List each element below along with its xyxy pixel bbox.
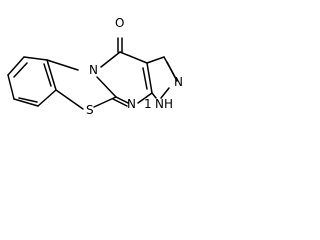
pyrazole-nh-number: 1 [144,97,152,111]
bridge-nitrogen-label: N [89,63,98,77]
oxygen-label: O [115,16,124,30]
pyrazole-nh-label: NH [155,97,173,111]
pyrazole-n2-label: N [174,75,183,89]
benzene-ring [7,56,57,107]
carbonyl-bond [117,37,123,53]
thiazole-ring [46,59,117,110]
ring-nitrogen-label: N [127,97,136,111]
pyrazole-ring [146,56,178,99]
pyrimidinone-ring [100,51,153,107]
chemical-structure: O N S N N NH 1 [7,16,183,117]
sulfur-label: S [86,103,94,117]
